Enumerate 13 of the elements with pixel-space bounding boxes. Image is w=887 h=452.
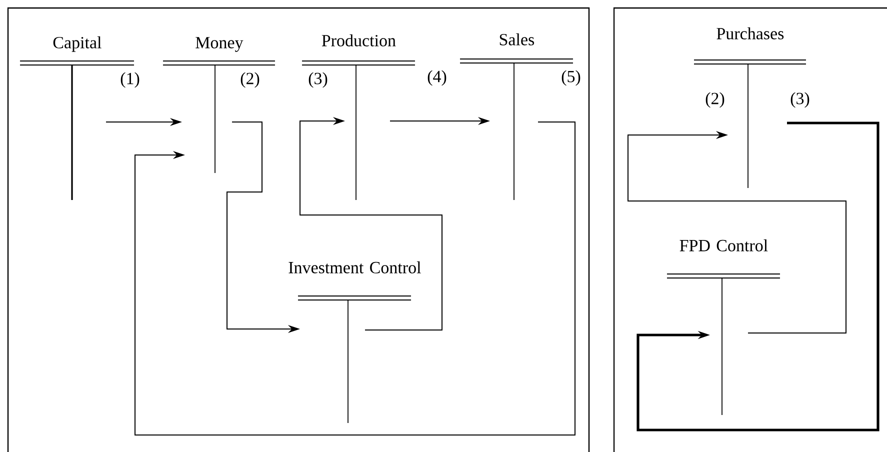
callout-number: (2): [240, 72, 260, 88]
callout-number: (4): [428, 70, 446, 86]
arrow: [300, 116, 442, 330]
callout-number: (3): [308, 72, 328, 88]
callout-number: (1): [120, 72, 140, 88]
t-account: Investment Control: [288, 261, 421, 424]
arrow: [134, 122, 576, 436]
arrow: [636, 122, 880, 432]
t-account: FPD Control: [666, 239, 780, 416]
callout-number: (2): [706, 92, 724, 108]
arrow: [628, 130, 846, 334]
callout-number: (3): [790, 92, 810, 108]
callout-number: (5): [562, 70, 580, 86]
